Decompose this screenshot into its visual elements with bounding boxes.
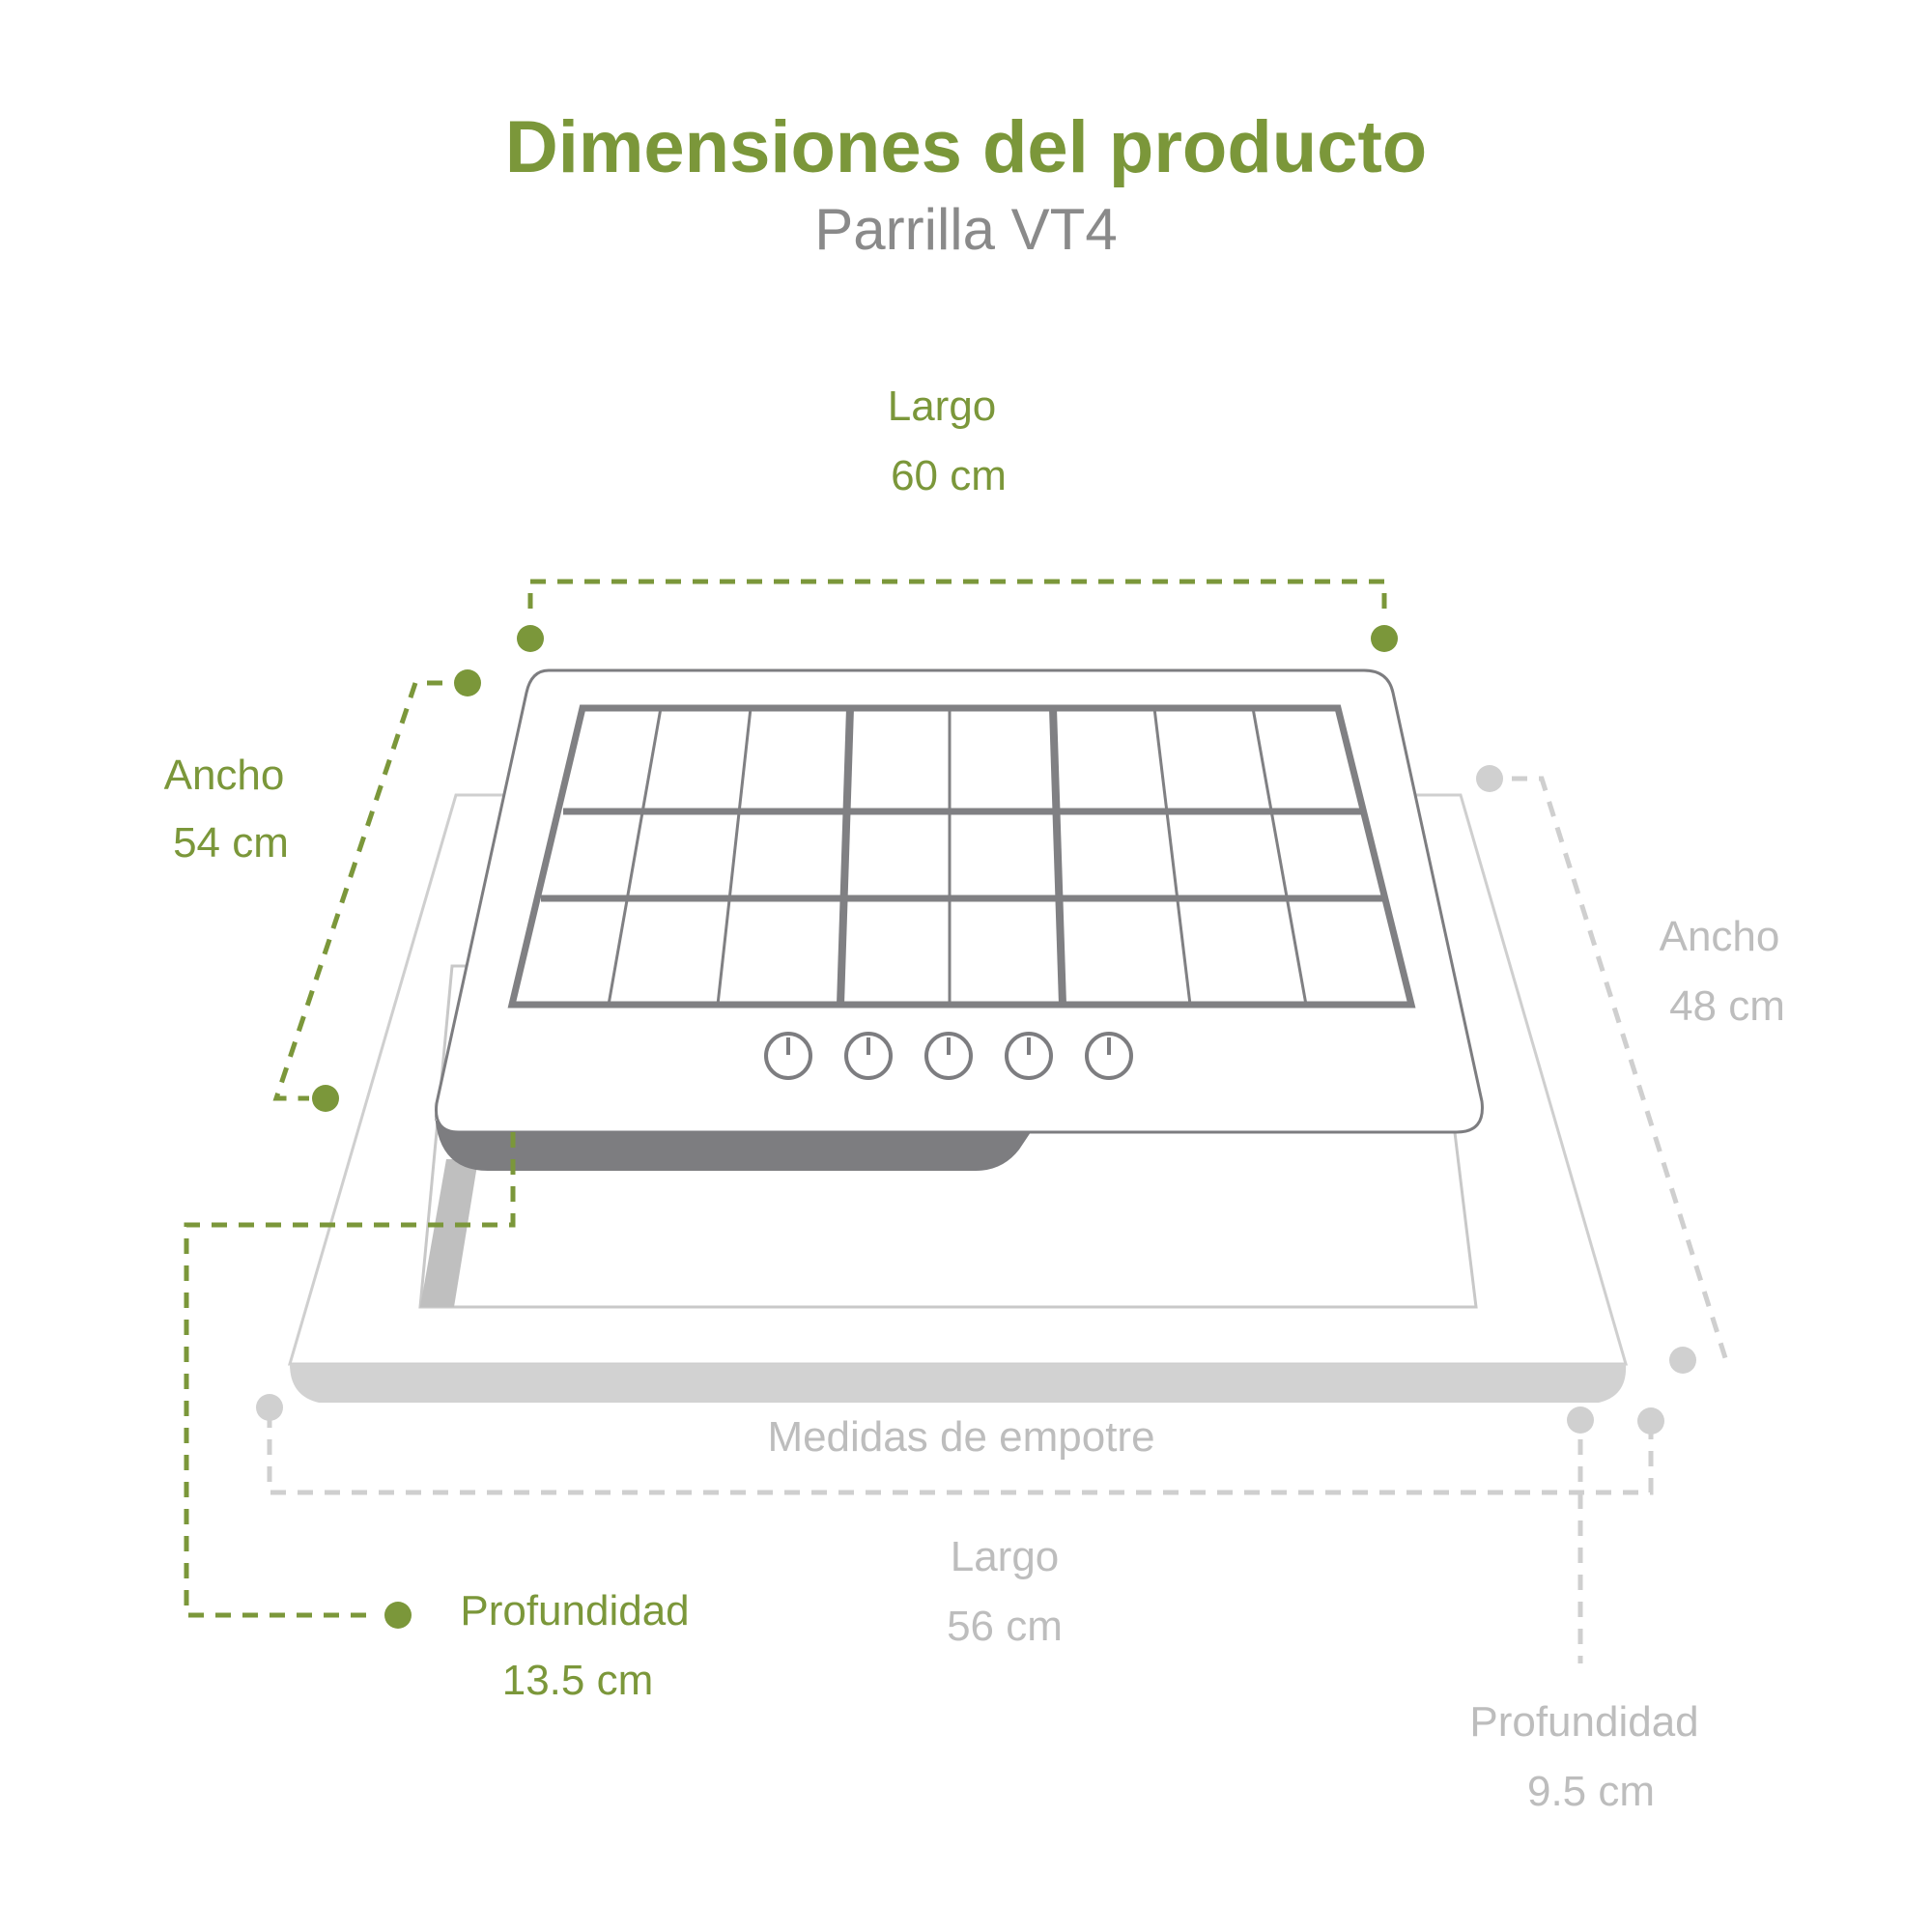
grate [507,704,1416,1009]
page-title: Dimensiones del producto [504,106,1428,188]
knob[interactable] [924,1032,973,1080]
product-length-value: 60 cm [891,452,1007,499]
product-depth-label: Profundidad [460,1587,690,1634]
product-depth-guide [184,1132,516,1629]
knob[interactable] [1085,1032,1133,1080]
product-width-value: 54 cm [173,819,289,867]
cutout-length-label: Largo [950,1533,1060,1580]
product-depth-value: 13.5 cm [501,1657,654,1704]
cutout-inner-wall [420,1159,478,1307]
control-knobs [764,1032,1133,1080]
knob[interactable] [1005,1032,1053,1080]
knob[interactable] [764,1032,812,1080]
cutout-length-guide [256,1394,1664,1495]
product-width-label: Ancho [163,752,285,799]
cutout-length-value: 56 cm [947,1603,1063,1650]
cutout-width-label: Ancho [1659,913,1780,960]
cutout-depth-label: Profundidad [1469,1698,1699,1746]
cutout-caption: Medidas de empotre [767,1413,1155,1461]
product-length-label: Largo [887,383,997,430]
knob[interactable] [844,1032,893,1080]
product-width-guide [272,669,481,1112]
page-subtitle: Parrilla VT4 [814,197,1118,262]
cutout-width-guide [1476,765,1730,1374]
cutout-depth-value: 9.5 cm [1526,1768,1656,1815]
cutout-width-value: 48 cm [1669,982,1785,1030]
product-length-guide [517,579,1398,652]
cutout-depth-guide [1567,1406,1594,1663]
hob-bottom-shadow [434,1101,1038,1171]
countertop-edge [290,1364,1627,1403]
